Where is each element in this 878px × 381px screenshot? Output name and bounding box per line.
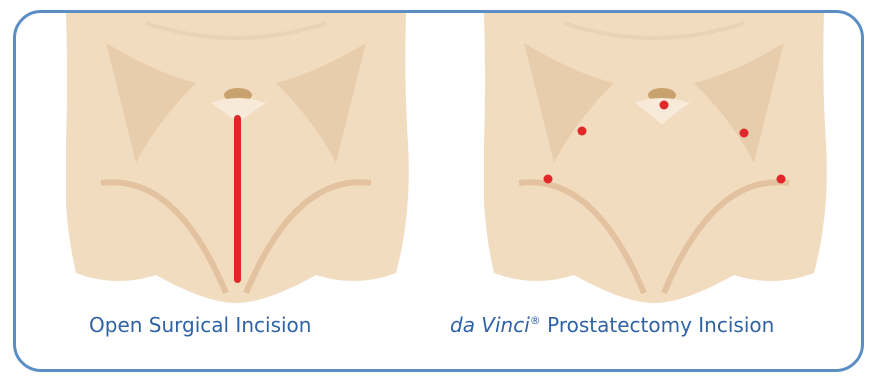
registered-mark: ® (530, 314, 541, 327)
caption-open-surgical-incision: Open Surgical Incision (89, 313, 311, 337)
port-incision-navel (660, 101, 669, 110)
caption-da-vinci-incision: da Vinci® Prostatectomy Incision (450, 313, 774, 337)
port-incision-upper-left (578, 127, 587, 136)
open-incision-line (234, 115, 241, 283)
diagram-frame: Open Surgical Incision da Vinci® Prostat… (13, 10, 864, 372)
caption-da-vinci-rest: Prostatectomy Incision (541, 313, 775, 337)
port-incision-upper-right (740, 129, 749, 138)
caption-da-vinci-italic: da Vinci (450, 313, 530, 337)
port-incision-lower-left (544, 175, 553, 184)
torso-open-surgery (66, 13, 426, 303)
port-incision-lower-right (777, 175, 786, 184)
torso-da-vinci (484, 13, 844, 303)
